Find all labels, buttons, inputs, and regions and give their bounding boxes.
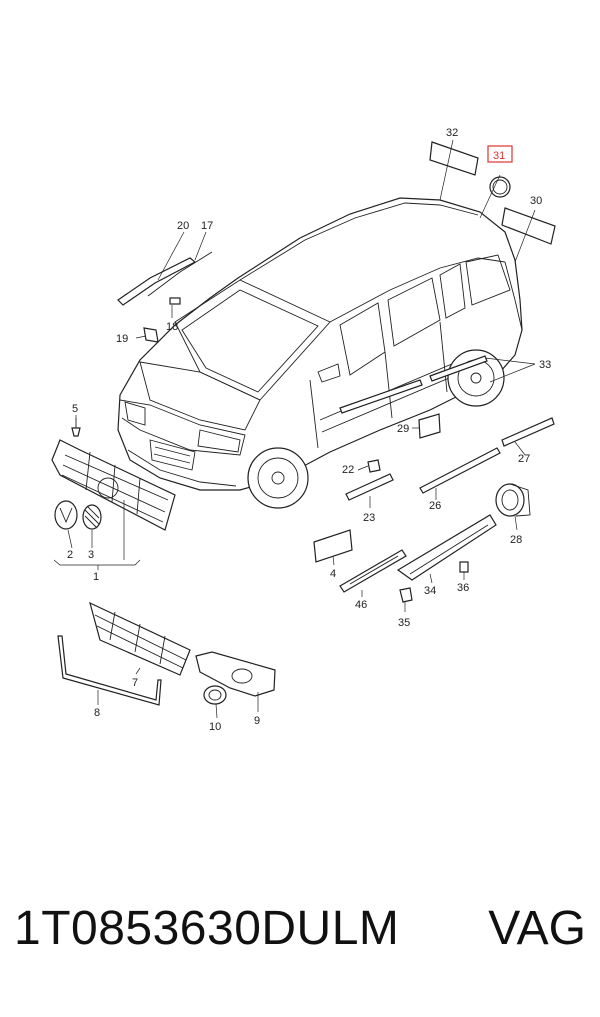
callout-9: 9 bbox=[254, 715, 260, 727]
callout-4: 4 bbox=[330, 568, 336, 580]
callout-29: 29 bbox=[397, 423, 409, 435]
callout-2: 2 bbox=[67, 549, 73, 561]
callout-31: 31 bbox=[493, 150, 505, 162]
leader-lines bbox=[67, 139, 536, 719]
callout-labels: 32 31 30 20 17 18 19 33 5 29 27 22 2 3 1… bbox=[67, 127, 551, 733]
exploded-parts-diagram: 32 31 30 20 17 18 19 33 5 29 27 22 2 3 1… bbox=[51, 127, 556, 733]
side-molding-parts bbox=[313, 355, 555, 603]
lower-grille-parts bbox=[57, 601, 191, 706]
fog-light-cover-parts bbox=[195, 651, 276, 705]
callout-30: 30 bbox=[530, 195, 542, 207]
car-illustration bbox=[117, 197, 523, 509]
callout-33: 33 bbox=[539, 359, 551, 371]
callout-27: 27 bbox=[518, 453, 530, 465]
callout-22: 22 bbox=[342, 464, 354, 476]
part-number-text: 1T0853630DULM bbox=[14, 902, 400, 955]
callout-3: 3 bbox=[88, 549, 94, 561]
callout-26: 26 bbox=[429, 500, 441, 512]
callout-18: 18 bbox=[166, 321, 178, 333]
radiator-grille-parts bbox=[51, 418, 176, 566]
callout-28: 28 bbox=[510, 534, 522, 546]
callout-17: 17 bbox=[201, 220, 213, 232]
part-info-footer: 1T0853630DULM VAG bbox=[0, 905, 600, 985]
callout-46: 46 bbox=[355, 599, 367, 611]
callout-10: 10 bbox=[209, 721, 221, 733]
callout-7: 7 bbox=[132, 677, 138, 689]
callout-36: 36 bbox=[457, 582, 469, 594]
callout-35: 35 bbox=[398, 617, 410, 629]
callout-23: 23 bbox=[363, 512, 375, 524]
callout-32: 32 bbox=[446, 127, 458, 139]
callout-1: 1 bbox=[93, 571, 99, 583]
callout-34: 34 bbox=[424, 585, 436, 597]
callout-19: 19 bbox=[116, 333, 128, 345]
callout-5: 5 bbox=[72, 403, 78, 415]
callout-highlight-box bbox=[487, 145, 513, 163]
brand-text: VAG bbox=[488, 902, 586, 955]
callout-8: 8 bbox=[94, 707, 100, 719]
callout-20: 20 bbox=[177, 220, 189, 232]
